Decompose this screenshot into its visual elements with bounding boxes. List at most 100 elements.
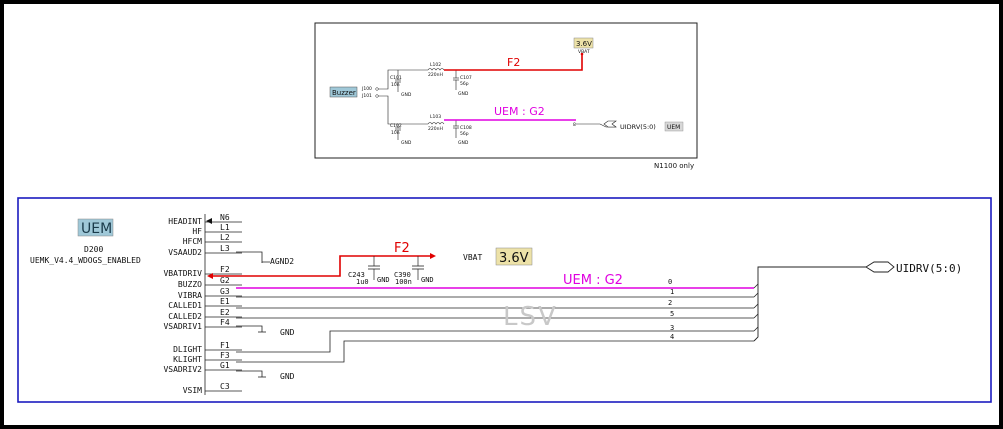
offpage-connector-top: [603, 120, 617, 128]
pin-ball: L1: [220, 223, 230, 232]
pin-ball: G3: [220, 287, 230, 296]
wire: [378, 69, 428, 90]
cap-top-right-label: C107: [460, 75, 472, 81]
net-f2-trace: [212, 255, 430, 277]
uidrv-label-top: UIDRV(5:0): [620, 123, 656, 131]
bus-entry: [753, 303, 759, 309]
pin-ball: L3: [220, 244, 230, 253]
designator: D200: [84, 245, 103, 254]
wire: [236, 325, 263, 332]
net-f2-trace-top: [444, 54, 583, 71]
cap-top-left-value: 10n: [391, 82, 400, 88]
connector-top-label: J100: [361, 86, 372, 92]
watermark: LSV: [503, 302, 558, 332]
vbat-tag-top-text: 3.6V: [576, 40, 592, 48]
wire: [236, 251, 270, 263]
offpage-connector: [865, 261, 895, 273]
vbat-label: VBAT: [463, 253, 482, 262]
inductor-l103: [427, 122, 445, 125]
gnd-label: GND: [377, 276, 390, 284]
cap2-label: C390: [394, 271, 411, 279]
pin-name: VIBRA: [178, 291, 202, 300]
bus-entry: [753, 326, 759, 332]
pin-ball: C3: [220, 382, 230, 391]
vbat-tag-top: [573, 37, 594, 49]
uidrv-label: UIDRV(5:0): [896, 262, 962, 275]
wire-dlight: [236, 330, 754, 353]
gnd-label: GND: [280, 328, 295, 337]
bus-index: 5: [670, 310, 674, 318]
vbat-tag-text: 3.6V: [499, 251, 529, 266]
pin-ball: L2: [220, 233, 230, 242]
pin-name: CALLED1: [168, 301, 202, 310]
pin-name: HEADINT: [168, 217, 202, 226]
cap-bottom-right-value: 56p: [460, 131, 469, 137]
connector-bottom-label: J101: [361, 93, 372, 99]
pin-num-top: 8: [573, 122, 576, 128]
variant-note: N1100 only: [654, 162, 694, 170]
buzzer-label: Buzzer: [332, 89, 356, 97]
cap-top-right-value: 56p: [460, 81, 469, 87]
pin-ball: E2: [220, 308, 230, 317]
vbat-arrow: [430, 253, 436, 259]
pin-name: CALLED2: [168, 312, 202, 321]
gnd-label: GND: [280, 372, 295, 381]
pin-ball: F2: [220, 265, 230, 274]
uem-tag-top-text: UEM: [667, 124, 680, 131]
wire: [236, 370, 263, 377]
gnd-label: GND: [458, 91, 469, 97]
pin-ball: F1: [220, 341, 230, 350]
pin-ball: G1: [220, 361, 230, 370]
pin-name: VSAAUD2: [168, 248, 202, 257]
pin-ball: F4: [220, 318, 230, 327]
cap1-value: 1u0: [356, 278, 369, 286]
top-panel: Buzzer J100 J101 L102 220nH L103 220nH C…: [314, 22, 698, 170]
pin-name: KLIGHT: [173, 355, 202, 364]
pin-name: VBATDRIV: [163, 269, 202, 278]
pin-name: VSADRIV1: [163, 322, 202, 331]
net-g2-label-top: UEM : G2: [494, 105, 545, 118]
inductor-top-label: L102: [430, 62, 441, 68]
pin-ball: E1: [220, 297, 230, 306]
pin-name: BUZZO: [178, 280, 202, 289]
pin-name: VSIM: [183, 386, 202, 395]
net-f2-label-top: F2: [507, 56, 520, 69]
cap-bottom-left-value: 10n: [391, 130, 400, 136]
bus-entry: [753, 283, 759, 289]
vbat-label-top: VBAT: [578, 49, 590, 55]
bus-index: 2: [668, 299, 672, 307]
part-name: UEMK_V4.4_WDOGS_ENABLED: [30, 256, 141, 265]
buzzer-tag: [329, 86, 358, 98]
pin-ball: G2: [220, 276, 230, 285]
pin-name: HFCM: [183, 237, 202, 246]
uem-tag-text: UEM: [81, 221, 112, 237]
gnd-label: GND: [421, 276, 434, 284]
wire: [378, 95, 428, 125]
gnd-label: GND: [401, 92, 412, 98]
cap-bottom-right-label: C108: [460, 125, 472, 131]
bus-entry: [753, 292, 759, 298]
inductor-bottom-label: L103: [430, 114, 441, 120]
net-g2-label: UEM : G2: [563, 273, 623, 288]
pin-ball: F3: [220, 351, 230, 360]
schematic-sheet: [4, 4, 999, 425]
gnd-label: GND: [458, 140, 469, 146]
pin-ball: N6: [220, 213, 230, 222]
bottom-panel-frame: [17, 197, 992, 403]
top-panel-frame: [314, 22, 698, 159]
agnd-label: AGND2: [270, 257, 294, 266]
bus-entry: [753, 313, 759, 319]
gnd-label: GND: [401, 140, 412, 146]
inductor-bottom-value: 220nH: [428, 126, 443, 132]
cap-bottom-left-label: C102: [390, 123, 402, 129]
pin-name: VSADRIV2: [163, 365, 202, 374]
uem-tag-top: [664, 121, 684, 132]
bus-index: 4: [670, 333, 674, 341]
input-arrow: [206, 218, 212, 224]
net-f2-label: F2: [394, 241, 410, 256]
cap2-value: 100n: [395, 278, 412, 286]
bus-spine: [753, 266, 866, 342]
bus-index: 3: [670, 324, 674, 332]
